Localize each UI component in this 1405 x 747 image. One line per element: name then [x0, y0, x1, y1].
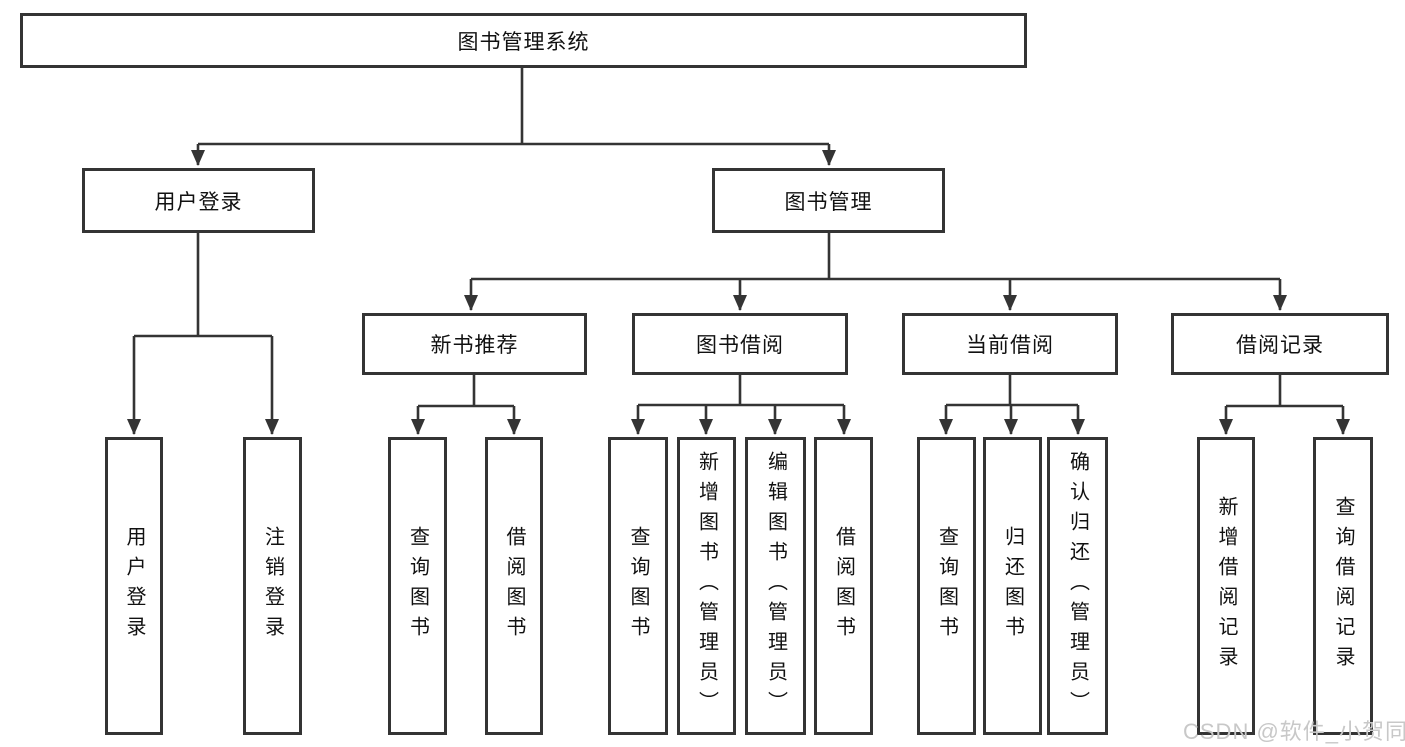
node-new-book-recommend: 新书推荐 — [362, 313, 587, 375]
leaf-cb-return-book: 归还图书 — [983, 437, 1042, 735]
node-current-borrow: 当前借阅 — [902, 313, 1118, 375]
node-book-borrow: 图书借阅 — [632, 313, 848, 375]
leaf-cb-query-book: 查询图书 — [917, 437, 976, 735]
node-label: 新增借阅记录 — [1215, 496, 1237, 676]
node-label: 用户登录 — [123, 526, 145, 646]
node-label: 借阅图书 — [503, 526, 525, 646]
leaf-cb-confirm-return-admin: 确认归还（管理员） — [1047, 437, 1108, 735]
leaf-bb-add-book-admin: 新增图书（管理员） — [677, 437, 736, 735]
leaf-br-add-record: 新增借阅记录 — [1197, 437, 1255, 735]
node-label: 查询借阅记录 — [1332, 496, 1354, 676]
leaf-bb-query-book: 查询图书 — [608, 437, 668, 735]
leaf-br-query-record: 查询借阅记录 — [1313, 437, 1373, 735]
leaf-nbr-borrow-book: 借阅图书 — [485, 437, 543, 735]
leaf-user-login: 用户登录 — [105, 437, 163, 735]
node-label: 新增图书（管理员） — [695, 451, 718, 721]
node-book-mgmt: 图书管理 — [712, 168, 945, 233]
leaf-nbr-query-book: 查询图书 — [388, 437, 447, 735]
node-label: 注销登录 — [261, 526, 284, 646]
watermark: CSDN @软件_小贺同学 — [1183, 719, 1405, 744]
leaf-logout-login: 注销登录 — [243, 437, 302, 735]
node-label: 编辑图书（管理员） — [764, 451, 787, 721]
leaf-bb-borrow-book: 借阅图书 — [814, 437, 873, 735]
node-borrow-record: 借阅记录 — [1171, 313, 1389, 375]
node-label: 查询图书 — [935, 526, 958, 646]
node-root: 图书管理系统 — [20, 13, 1027, 68]
node-label: 借阅图书 — [832, 526, 855, 646]
node-label: 归还图书 — [1001, 526, 1024, 646]
node-label: 查询图书 — [406, 526, 429, 646]
node-user-login: 用户登录 — [82, 168, 315, 233]
leaf-bb-edit-book-admin: 编辑图书（管理员） — [745, 437, 806, 735]
node-label: 查询图书 — [627, 526, 649, 646]
node-label: 确认归还（管理员） — [1066, 451, 1089, 721]
